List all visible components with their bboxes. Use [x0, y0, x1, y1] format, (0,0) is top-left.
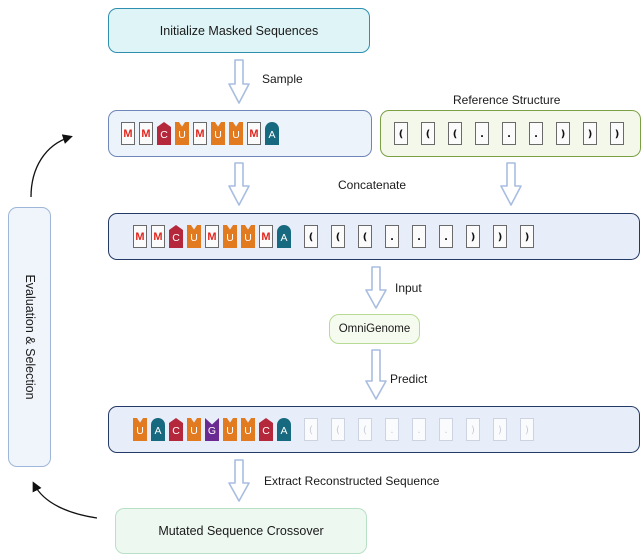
- initialize-masked-sequences-box: Initialize Masked Sequences: [108, 8, 370, 53]
- structure-token: (: [304, 225, 318, 248]
- predict-label: Predict: [390, 372, 428, 386]
- nucleotide-token-u: U: [175, 122, 189, 145]
- mask-token: M: [247, 122, 261, 145]
- structure-token: ): [520, 418, 534, 441]
- mask-token: M: [205, 225, 219, 248]
- arrow-masked-to-concat: [228, 162, 250, 206]
- structure-token: .: [439, 418, 453, 441]
- mask-token: M: [259, 225, 273, 248]
- nucleotide-token-u: U: [223, 225, 237, 248]
- nucleotide-token-u: U: [223, 418, 237, 441]
- nucleotide-token-u: U: [187, 225, 201, 248]
- structure-token: (: [421, 122, 435, 145]
- arrow-extract: [228, 459, 250, 502]
- mask-token: M: [193, 122, 207, 145]
- curve-arrow-to-evaluation: [32, 481, 98, 519]
- arrow-input: [365, 266, 387, 309]
- reference-structure-sequence: ( ( (...))): [394, 122, 624, 145]
- structure-token: (: [448, 122, 462, 145]
- structure-token: ): [610, 122, 624, 145]
- mask-token: M: [151, 225, 165, 248]
- nucleotide-token-a: A: [265, 122, 279, 145]
- structure-token: (: [394, 122, 408, 145]
- mask-token: M: [133, 225, 147, 248]
- nucleotide-token-a: A: [277, 418, 291, 441]
- reference-structure-box: ( ( (...))): [380, 110, 641, 157]
- extract-label: Extract Reconstructed Sequence: [264, 474, 440, 488]
- nucleotide-token-u: U: [211, 122, 225, 145]
- structure-token: .: [385, 418, 399, 441]
- structure-token: ): [466, 418, 480, 441]
- omnigenome-box: OmniGenome: [329, 314, 420, 344]
- mask-token: M: [121, 122, 135, 145]
- evaluation-selection-box: Evaluation & Selection: [8, 207, 51, 467]
- structure-token: ): [493, 225, 507, 248]
- structure-token: ): [466, 225, 480, 248]
- structure-token: ): [493, 418, 507, 441]
- nucleotide-token-a: A: [277, 225, 291, 248]
- nucleotide-token-u: U: [229, 122, 243, 145]
- nucleotide-token-u: U: [133, 418, 147, 441]
- structure-token: .: [439, 225, 453, 248]
- input-label: Input: [395, 281, 422, 295]
- nucleotide-token-c: C: [169, 225, 183, 248]
- structure-token: ): [520, 225, 534, 248]
- structure-token: .: [412, 418, 426, 441]
- arrow-ref-to-concat: [500, 162, 522, 206]
- nucleotide-token-u: U: [187, 418, 201, 441]
- nucleotide-token-c: C: [169, 418, 183, 441]
- structure-token: (: [358, 225, 372, 248]
- nucleotide-token-u: U: [241, 225, 255, 248]
- arrow-predict: [365, 349, 387, 400]
- structure-token: (: [358, 418, 372, 441]
- structure-token: .: [529, 122, 543, 145]
- nucleotide-token-c: C: [259, 418, 273, 441]
- structure-token: (: [304, 418, 318, 441]
- reference-structure-label: Reference Structure: [453, 93, 561, 107]
- curve-arrow-to-masked: [30, 134, 73, 198]
- structure-token: (: [331, 225, 345, 248]
- nucleotide-token-g: G: [205, 418, 219, 441]
- structure-token: .: [412, 225, 426, 248]
- arrow-sample: [228, 59, 250, 104]
- mutated-sequence-crossover-box: Mutated Sequence Crossover: [115, 508, 367, 554]
- mutated-crossover-label: Mutated Sequence Crossover: [158, 524, 324, 538]
- concatenate-label: Concatenate: [338, 178, 407, 192]
- nucleotide-token-a: A: [151, 418, 165, 441]
- initialize-label: Initialize Masked Sequences: [159, 23, 319, 38]
- sample-label: Sample: [262, 72, 303, 86]
- structure-token: .: [385, 225, 399, 248]
- structure-token: ): [556, 122, 570, 145]
- structure-token: .: [475, 122, 489, 145]
- omnigenome-label: OmniGenome: [338, 323, 411, 335]
- nucleotide-token-u: U: [241, 418, 255, 441]
- structure-token: (: [331, 418, 345, 441]
- mask-token: M: [139, 122, 153, 145]
- nucleotide-token-c: C: [157, 122, 171, 145]
- structure-token: ): [583, 122, 597, 145]
- structure-token: .: [502, 122, 516, 145]
